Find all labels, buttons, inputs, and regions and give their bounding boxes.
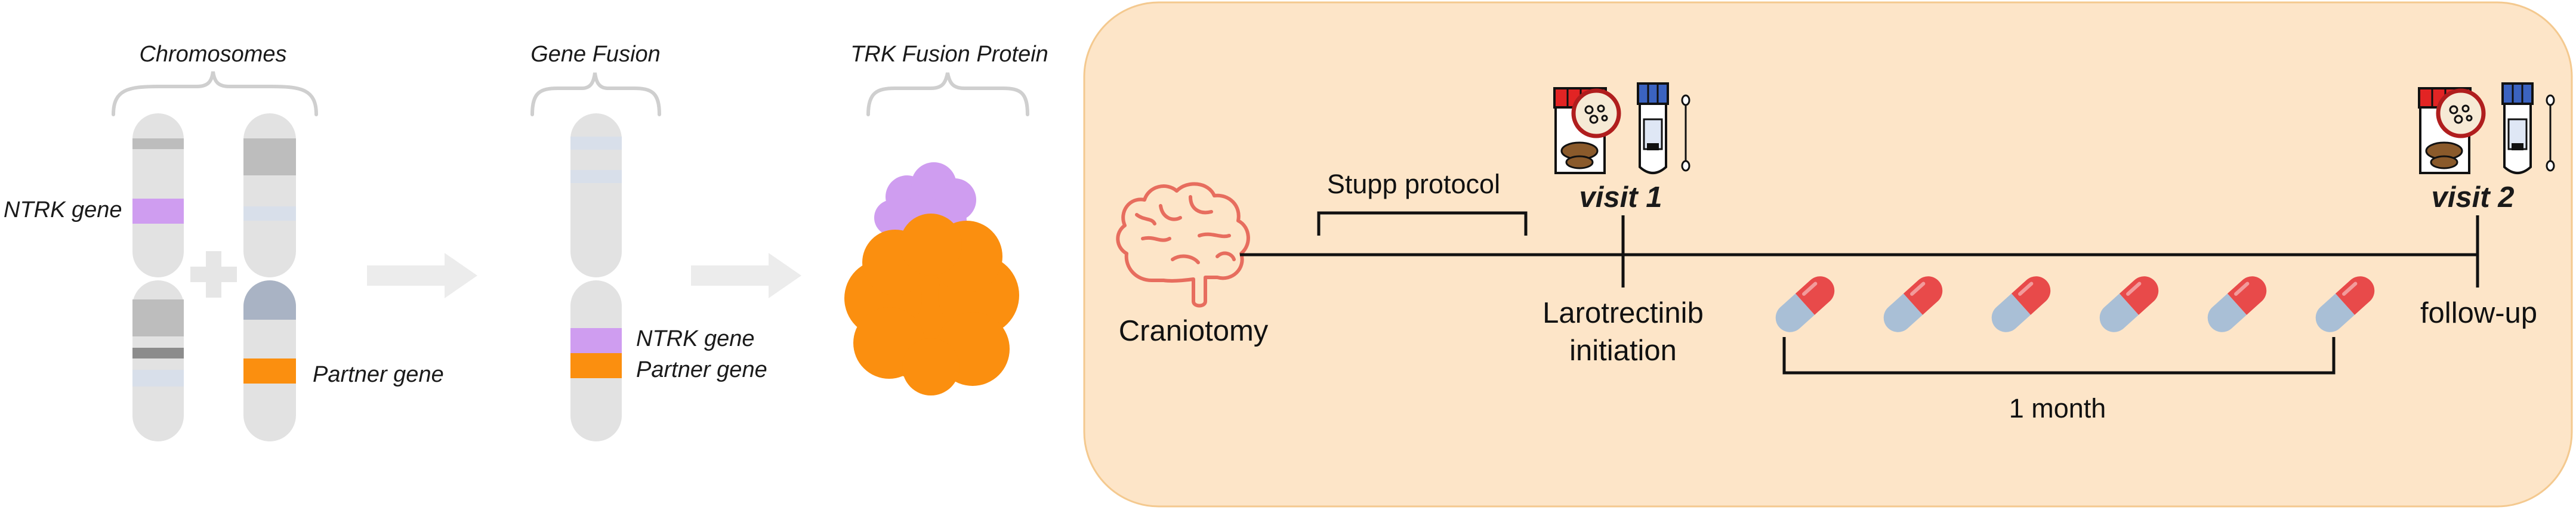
fused-partner-label: Partner gene <box>636 357 767 382</box>
trk-protein-brace <box>866 72 1029 116</box>
pill-icon <box>1775 276 1835 332</box>
pills-row <box>1775 276 2375 332</box>
visit2-label: visit 2 <box>2432 181 2515 214</box>
gene-fusion-brace <box>530 72 661 116</box>
gene-fusion-section: Gene Fusion NTRK gene Partner gene <box>530 42 767 441</box>
partner-gene-label: Partner gene <box>313 362 444 387</box>
partner-gene-band <box>243 358 296 384</box>
chromosome-2-centromere-cap <box>243 280 296 320</box>
swab-icon <box>1681 94 1690 172</box>
fused-ntrk-band <box>570 328 622 353</box>
larotrectinib-label: Larotrectinib <box>1542 297 1704 329</box>
bacteria-icon <box>2436 88 2486 138</box>
bacteria-icon <box>1571 88 1621 138</box>
sample-kit-icon <box>1553 82 1690 174</box>
arrow-right-icon <box>691 253 801 298</box>
chromosome-1-band <box>132 370 184 387</box>
duration-bracket <box>1782 337 2336 375</box>
chromosome-1-band <box>132 138 184 149</box>
duration-label: 1 month <box>2009 393 2106 424</box>
chromosomes-title: Chromosomes <box>139 42 286 67</box>
chromosome-1-band <box>132 348 184 358</box>
ntrk-gene-label: NTRK gene <box>4 197 122 222</box>
pill-icon <box>2099 276 2159 332</box>
trk-protein-title: TRK Fusion Protein <box>850 42 1048 67</box>
swab-icon <box>2546 94 2555 172</box>
chromosome-2-band <box>243 206 296 221</box>
chromosomes-brace <box>112 71 318 116</box>
fused-chromosome-top-arm <box>570 113 622 277</box>
visit1-label: visit 1 <box>1579 181 1662 214</box>
fused-chromosome-band <box>570 137 622 150</box>
pill-icon <box>2207 276 2267 332</box>
stupp-bracket <box>1317 211 1528 236</box>
followup-label: follow-up <box>2420 297 2537 329</box>
test-tube-icon <box>2501 82 2534 174</box>
gene-fusion-title: Gene Fusion <box>530 42 661 67</box>
fused-partner-band <box>570 353 622 378</box>
chromosomes-section: Chromosomes NTRK gene Partner gene <box>4 42 444 441</box>
stupp-protocol-label: Stupp protocol <box>1327 169 1500 199</box>
fused-ntrk-label: NTRK gene <box>636 326 755 351</box>
initiation-label: initiation <box>1569 335 1677 367</box>
pill-icon <box>1991 276 2051 332</box>
chromosome-2-top-arm <box>243 113 296 277</box>
test-tube-icon <box>1637 82 1669 174</box>
sample-kit-icon <box>2418 82 2555 174</box>
brain-icon <box>1116 182 1250 308</box>
arrow-right-icon <box>367 253 477 298</box>
fused-chromosome-band <box>570 170 622 183</box>
pill-icon <box>2315 276 2375 332</box>
pill-icon <box>1883 276 1943 332</box>
trk-protein-orange-domain <box>844 214 1019 395</box>
chromosome-1-band <box>132 299 184 336</box>
craniotomy-label: Craniotomy <box>1119 315 1269 347</box>
chromosome-2-band <box>243 138 296 175</box>
trk-protein-section: TRK Fusion Protein <box>844 42 1048 395</box>
chromosome-1-top-arm <box>132 113 184 277</box>
ntrk-gene-band <box>132 199 184 224</box>
plus-icon <box>190 251 237 298</box>
